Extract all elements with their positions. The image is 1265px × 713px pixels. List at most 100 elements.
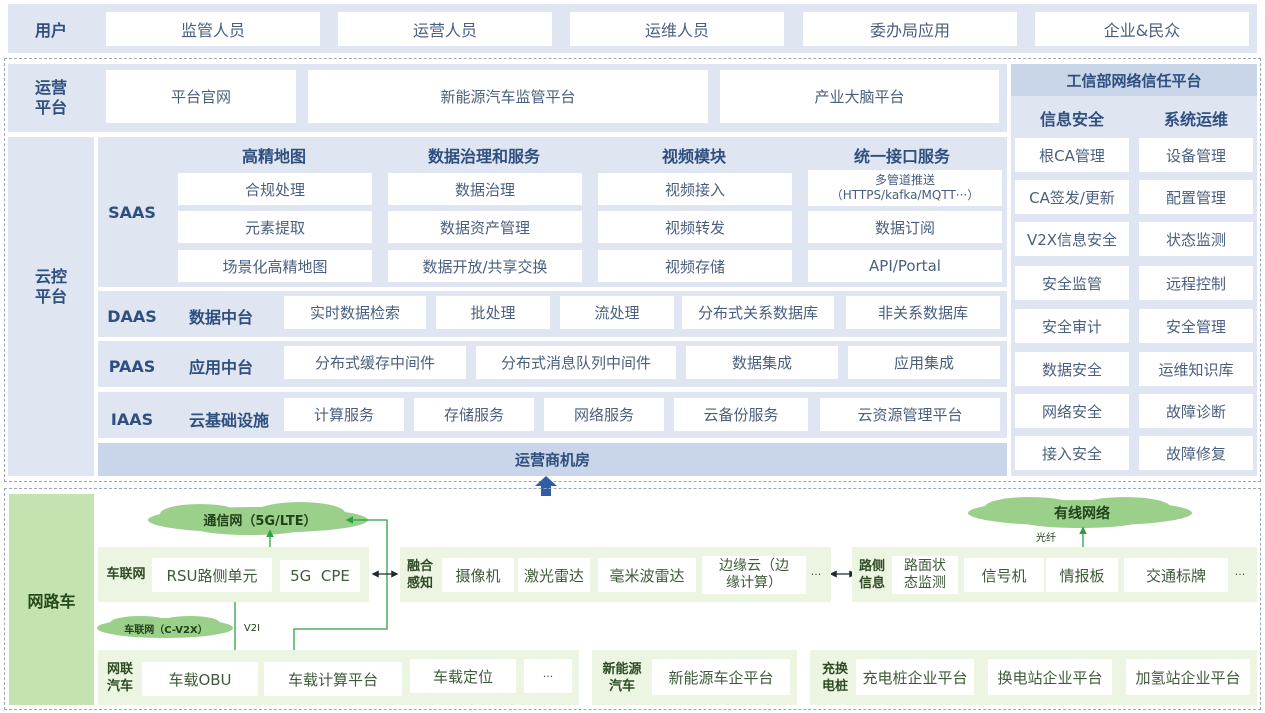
iaas-label: IAAS (110, 409, 154, 429)
saas-hdmap-scenario: 场景化高精地图 (178, 250, 372, 282)
ops-label-line2: 平台 (34, 98, 67, 117)
saas-data-sharing: 数据开放/共享交换 (388, 250, 582, 282)
roadside-label-line2: 信息 (858, 575, 885, 591)
ops-platform-label: 运营 平台 (8, 64, 94, 132)
carrier-datacenter: 运营商机房 (98, 443, 1007, 476)
daas-nosql-db: 非关系数据库 (846, 296, 1000, 329)
comm-network-cloud (148, 502, 368, 535)
uplink-arrow (535, 476, 557, 496)
iaas-resource-mgmt: 云资源管理平台 (820, 398, 1000, 431)
fusion-edge-line2: 缘计算） (726, 575, 782, 591)
sys-ops-status: 状态监测 (1139, 222, 1253, 256)
user-item-supervisor: 监管人员 (106, 12, 320, 46)
ops-label-line1: 运营 (34, 78, 67, 97)
fusion-edge-cloud: 边缘云（边 缘计算） (702, 556, 806, 594)
nev-label: 新能源 汽车 (594, 650, 650, 705)
saas-col-video-title: 视频模块 (661, 147, 726, 166)
car-more: ··· (524, 659, 572, 693)
roadside-label: 路侧 信息 (854, 547, 890, 602)
saas-label: SAAS (108, 202, 156, 222)
roadside-surface-line2: 态监测 (904, 575, 946, 591)
saas-video-storage: 视频存储 (598, 250, 792, 282)
roadside-surface-line1: 路面状 (904, 558, 946, 574)
ops-item-industry-brain: 产业大脑平台 (720, 70, 999, 123)
charging-pile-platform: 充电桩企业平台 (856, 659, 974, 695)
user-item-maintainer: 运维人员 (570, 12, 784, 46)
connected-car-label: 网联 汽车 (100, 650, 140, 705)
saas-api-multipipe-line1: 多管道推送 (874, 173, 935, 187)
info-sec-supervision: 安全监管 (1015, 266, 1129, 300)
fusion-camera: 摄像机 (442, 558, 514, 592)
sys-ops-device: 设备管理 (1139, 138, 1253, 172)
charging-label-line2: 电桩 (821, 678, 848, 694)
saas-data-assets: 数据资产管理 (388, 211, 582, 243)
info-sec-ca-issue: CA签发/更新 (1015, 180, 1129, 214)
saas-data-governance: 数据治理 (388, 173, 582, 205)
paas-label: PAAS (108, 356, 156, 376)
car-positioning: 车载定位 (410, 659, 516, 693)
paas-title: 应用中台 (188, 358, 253, 377)
v2x-network-label: 车联网（C-V2X） (124, 624, 208, 636)
saas-api-portal: API/Portal (808, 250, 1002, 282)
saas-api-multipipe: 多管道推送 （HTTPS/kafka/MQTT···） (808, 170, 1002, 206)
user-item-public: 企业&民众 (1035, 12, 1249, 46)
paas-app-integration: 应用集成 (848, 346, 1000, 379)
saas-api-subscribe: 数据订阅 (808, 211, 1002, 243)
fusion-lidar: 激光雷达 (518, 558, 590, 592)
user-item-gov-apps: 委办局应用 (803, 12, 1017, 46)
car-computing-platform: 车载计算平台 (264, 662, 402, 696)
charging-label-line1: 充换 (821, 661, 848, 677)
charging-label: 充换 电桩 (812, 650, 858, 705)
sys-ops-repair: 故障修复 (1139, 436, 1253, 470)
saas-col-hdmap-title: 高精地图 (241, 147, 306, 166)
saas-hdmap-compliance: 合规处理 (178, 173, 372, 205)
nev-label-line1: 新能源 (602, 661, 642, 677)
daas-title: 数据中台 (188, 308, 253, 327)
sys-ops-security: 安全管理 (1139, 309, 1253, 343)
saas-col-api-title: 统一接口服务 (853, 147, 950, 166)
saas-video-forward: 视频转发 (598, 211, 792, 243)
user-item-operator: 运营人员 (338, 12, 552, 46)
info-security-title: 信息安全 (1039, 110, 1104, 129)
saas-video-ingest: 视频接入 (598, 173, 792, 205)
fiber-annotation: 光纤 (1036, 532, 1056, 544)
saas-hdmap-extract: 元素提取 (178, 211, 372, 243)
fusion-label: 融合 感知 (402, 547, 438, 602)
iov-label: 车联网 (106, 567, 146, 582)
iaas-backup: 云备份服务 (674, 398, 808, 431)
comm-network-label: 通信网（5G/LTE） (203, 513, 317, 529)
info-sec-data: 数据安全 (1015, 352, 1129, 386)
info-sec-access: 接入安全 (1015, 436, 1129, 470)
fusion-edge-line1: 边缘云（边 (719, 558, 789, 574)
v2i-annotation: V2I (243, 622, 261, 634)
fusion-label-line1: 融合 (406, 558, 433, 574)
iov-rsu: RSU路侧单元 (152, 558, 272, 592)
daas-stream: 流处理 (560, 296, 674, 329)
paas-mq-middleware: 分布式消息队列中间件 (476, 346, 676, 379)
info-sec-v2x: V2X信息安全 (1015, 222, 1129, 256)
v2x-network-cloud (97, 616, 233, 638)
car-obu: 车载OBU (142, 662, 258, 696)
system-ops-title: 系统运维 (1163, 110, 1228, 129)
roadside-traffic-sign: 交通标牌 (1124, 558, 1228, 592)
iaas-network: 网络服务 (544, 398, 664, 431)
info-sec-audit: 安全审计 (1015, 309, 1129, 343)
paas-cache-middleware: 分布式缓存中间件 (284, 346, 466, 379)
road-vehicle-label: 网路车 (9, 494, 94, 705)
cloud-label-line1: 云控 (34, 267, 67, 286)
roadside-label-line1: 路侧 (858, 558, 885, 574)
saas-api-multipipe-line2: （HTTPS/kafka/MQTT···） (830, 188, 980, 202)
connected-car-label-line1: 网联 (106, 661, 133, 677)
roadside-more: ··· (1234, 567, 1246, 581)
saas-col-data-title: 数据治理和服务 (427, 147, 540, 166)
iov-5g-cpe: 5G CPE (280, 560, 360, 592)
paas-data-integration: 数据集成 (686, 346, 838, 379)
ops-item-nev-supervision: 新能源汽车监管平台 (308, 70, 708, 123)
daas-label: DAAS (107, 306, 157, 326)
cloud-platform-label-block (8, 137, 94, 476)
sys-ops-diagnosis: 故障诊断 (1139, 394, 1253, 428)
wired-network-cloud (968, 497, 1192, 528)
fusion-more: ··· (810, 567, 822, 581)
daas-relational-db: 分布式关系数据库 (682, 296, 834, 329)
